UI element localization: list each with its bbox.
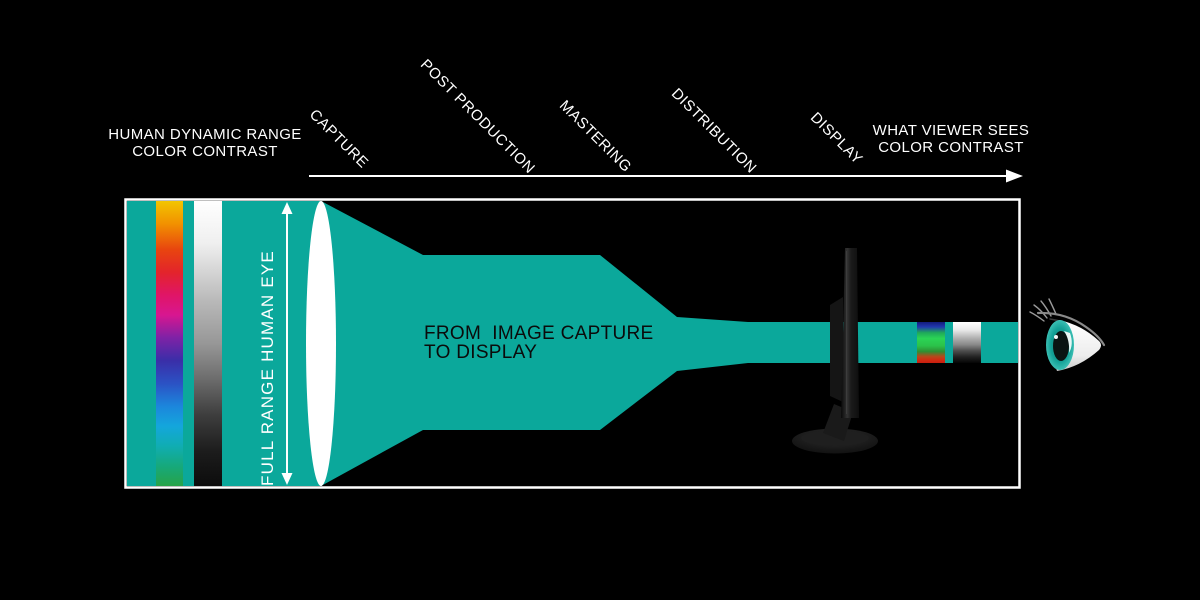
capture-lens-icon [306, 201, 336, 486]
heading-line: COLOR CONTRAST [132, 142, 278, 160]
viewer-sees-heading: WHAT VIEWER SEES COLOR CONTRAST [844, 122, 1058, 156]
viewer-eye-icon [1029, 298, 1106, 371]
human-dynamic-range-heading: HUMAN DYNAMIC RANGE COLOR CONTRAST [98, 126, 312, 160]
display-output-spectrum-strip [917, 322, 945, 363]
monitor-side-view-icon [792, 248, 878, 454]
funnel-caption: FROM IMAGE CAPTURE TO DISPLAY [424, 324, 654, 362]
funnel-caption-line: FROM IMAGE CAPTURE [424, 323, 654, 344]
funnel-caption-line: TO DISPLAY [424, 342, 538, 363]
heading-line: COLOR CONTRAST [878, 138, 1024, 156]
vertical-double-arrow-icon [281, 202, 293, 485]
heading-line: HUMAN DYNAMIC RANGE [108, 126, 302, 143]
dynamic-range-funnel [321, 201, 1018, 486]
full-range-grayscale-strip [194, 201, 222, 486]
display-output-grayscale-strip [953, 322, 981, 363]
full-range-spectrum-strip [156, 201, 183, 486]
right-arrow-icon [309, 169, 1023, 183]
full-range-human-eye-label: FULL RANGE HUMAN EYE [258, 250, 277, 486]
heading-line: WHAT VIEWER SEES [872, 122, 1030, 139]
